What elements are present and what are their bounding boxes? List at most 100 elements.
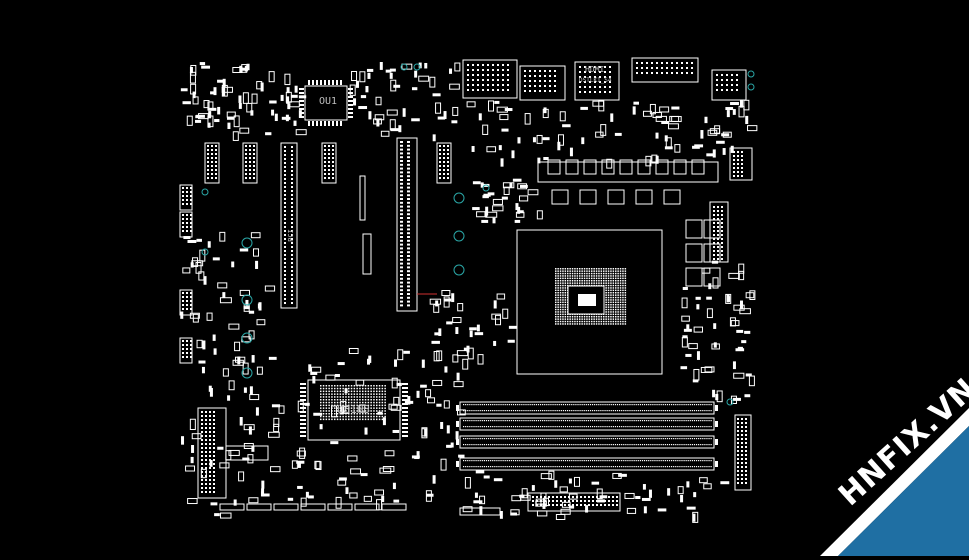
dimm-pin [542, 410, 544, 412]
atx-pin [407, 247, 410, 250]
cpu-socket-pad [574, 280, 576, 282]
cpu-socket-pad [586, 272, 588, 275]
dimm-pin [702, 404, 704, 406]
dimm-pin [685, 404, 687, 406]
passive-component [696, 304, 700, 310]
cpu-socket-pad [576, 316, 579, 318]
passive-component [512, 178, 522, 182]
bottom-right-pin [741, 478, 743, 480]
io-port-pin [686, 62, 688, 64]
dimm-pin [579, 420, 581, 422]
bottom-right-pin [741, 418, 743, 420]
passive-component [659, 106, 670, 113]
atx-pin [400, 175, 403, 178]
dimm-pin [487, 420, 490, 422]
cpu-socket-pad [600, 270, 603, 272]
dimm-pin [575, 410, 577, 412]
passive-component [432, 134, 436, 142]
dimm-pin [515, 438, 517, 440]
chipset-lead [300, 419, 306, 421]
dimm-pin [544, 444, 546, 446]
dimm-pin [637, 404, 639, 406]
io-port-pin [482, 64, 484, 66]
dimm-pin [639, 438, 641, 440]
chipset-ball [384, 407, 386, 409]
passive-component [337, 479, 347, 486]
pci-pin [291, 294, 293, 296]
dimm-pin [606, 444, 608, 446]
atx-pin [407, 167, 410, 170]
chipset-ball [381, 404, 384, 407]
dimm-pin [554, 460, 556, 462]
dimm-pin [573, 466, 575, 468]
dimm-pin [673, 404, 675, 406]
dimm-pin [517, 438, 519, 440]
vrm-choke [607, 189, 625, 205]
passive-component [745, 373, 752, 377]
header-pin [207, 149, 209, 151]
bottom-right-pin [745, 430, 747, 432]
chipset-ball [370, 415, 372, 418]
dimm-pin [573, 410, 575, 412]
atx-pin [407, 281, 410, 284]
passive-component [246, 63, 250, 71]
passive-component [231, 261, 235, 268]
dimm-pin [608, 438, 610, 440]
passive-component [393, 396, 400, 406]
cpu-socket-pad [559, 292, 562, 294]
dimm-pin [710, 410, 712, 412]
chipset-lead [402, 399, 408, 401]
chipset-ball [381, 410, 384, 412]
header-pin [332, 149, 334, 151]
cpu-socket-pad [567, 280, 569, 282]
dimm-pin [594, 426, 596, 428]
dimm-pin [621, 444, 623, 446]
dimm-pin [693, 444, 696, 446]
cpu-socket-pad [622, 275, 624, 277]
cpu-socket-pad [617, 289, 619, 292]
cpu-socket-pad [600, 268, 603, 270]
header-pin [245, 157, 247, 159]
bottom-right-pin [737, 478, 739, 480]
cpu-socket-pad [555, 270, 557, 272]
passive-component [366, 68, 374, 72]
cpu-socket-pad [579, 320, 581, 323]
passive-component [555, 513, 566, 520]
dimm-pin [604, 410, 606, 412]
passive-component [401, 63, 413, 70]
cpu-socket-pad [607, 277, 610, 280]
cpu-socket-pad [562, 270, 564, 272]
passive-component [655, 155, 659, 164]
dimm-pin [621, 404, 623, 406]
dimm-pin [521, 460, 523, 462]
cpu-socket-pad [622, 318, 624, 320]
dimm-pin [664, 444, 666, 446]
chipset-ball [356, 404, 358, 407]
cpu-socket-pad [567, 316, 569, 318]
chipset-ball [348, 390, 350, 393]
dimm-pin [508, 410, 510, 412]
chipset-ball [328, 396, 330, 398]
chipset-ball [331, 399, 333, 401]
left-bottom-pin [201, 463, 203, 465]
pci-pin [284, 162, 286, 164]
passive-component [494, 100, 500, 104]
chipset-ball [350, 390, 353, 393]
io-port-pin [726, 84, 728, 86]
chipset-ball [367, 413, 370, 415]
io-port-pin [656, 62, 658, 64]
cpu-socket-pad [574, 320, 576, 323]
left-bottom-pin [201, 467, 203, 469]
passive-component [296, 460, 305, 464]
dimm-pin [585, 460, 587, 462]
left-bottom-pin [213, 463, 215, 465]
right-header-pin [737, 155, 739, 157]
bottom-connector-pin [584, 496, 586, 498]
dimm-pin [525, 460, 527, 462]
passive-component [261, 480, 265, 489]
bottom-right-pin [737, 470, 739, 472]
passive-component [595, 131, 604, 138]
cpu-socket-pad [583, 320, 586, 323]
passive-component [222, 368, 229, 377]
header-pin [211, 145, 213, 147]
